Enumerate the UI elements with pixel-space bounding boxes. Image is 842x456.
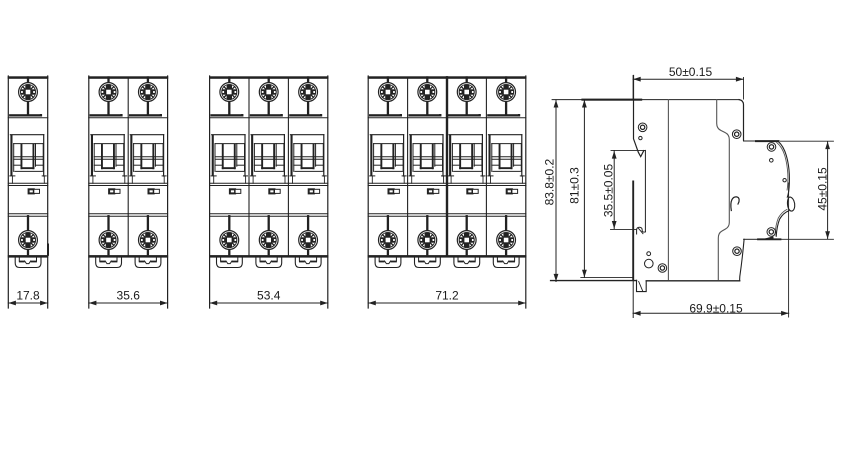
svg-text:83.8±0.2: 83.8±0.2	[542, 158, 556, 205]
svg-text:81±0.3: 81±0.3	[568, 167, 582, 204]
svg-text:35.5±0.05: 35.5±0.05	[601, 164, 615, 218]
svg-text:17.8: 17.8	[16, 289, 40, 303]
svg-text:45±0.15: 45±0.15	[816, 167, 830, 211]
svg-text:50±0.15: 50±0.15	[669, 65, 713, 79]
svg-text:69.9±0.15: 69.9±0.15	[689, 302, 743, 316]
svg-text:53.4: 53.4	[257, 289, 281, 303]
svg-text:35.6: 35.6	[117, 289, 141, 303]
svg-text:71.2: 71.2	[435, 289, 459, 303]
